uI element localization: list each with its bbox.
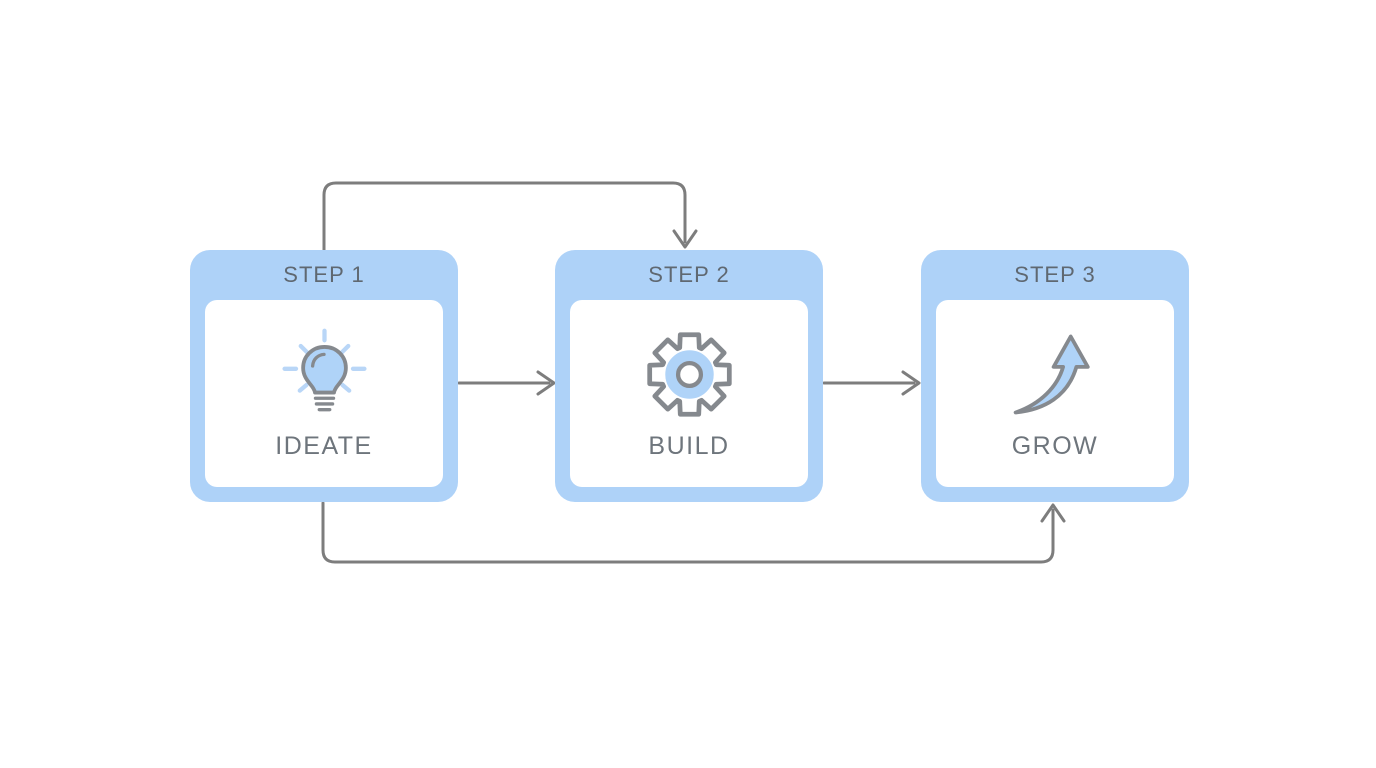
connector-top-feedback [322,181,698,252]
step-header: STEP 1 [283,262,365,287]
step-header: STEP 3 [1014,262,1096,287]
step-label: GROW [1011,431,1099,460]
step-label: IDEATE [275,431,373,460]
connector-step2-step3 [822,370,921,396]
lightbulb-icon [277,327,372,422]
arrowhead-right-icon [901,370,921,396]
step-card-grow: STEP 3 GROW [921,250,1189,502]
arrowhead-right-icon [536,370,556,396]
connector-step1-step2 [457,370,556,396]
step-body: GROW [936,300,1174,487]
step-body: IDEATE [205,300,443,487]
connector-bottom-feedback [321,501,1066,564]
arrowhead-down-icon [672,229,698,249]
step-card-ideate: STEP 1 [190,250,458,502]
step-header: STEP 2 [648,262,730,287]
step-card-build: STEP 2 BUILD [555,250,823,502]
arrowhead-up-icon [1040,503,1066,523]
growth-arrow-icon [1008,327,1103,422]
step-body: BUILD [570,300,808,487]
gear-icon [642,327,737,422]
step-label: BUILD [648,431,730,460]
